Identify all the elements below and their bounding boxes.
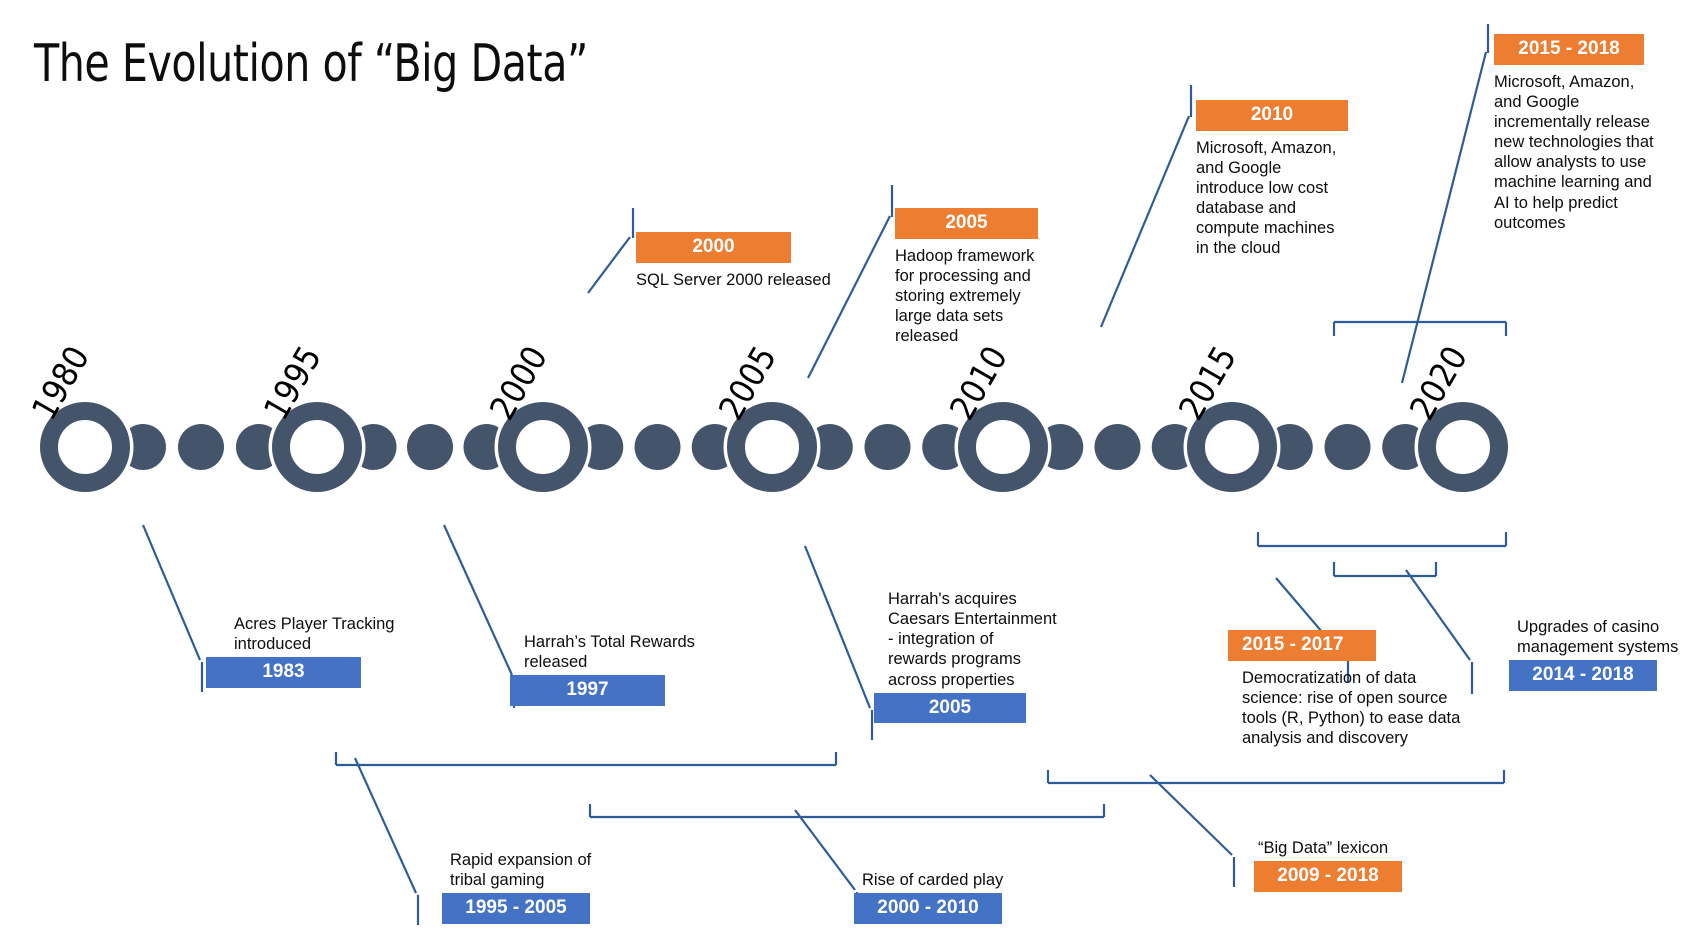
callout-2010-body: Microsoft, Amazon, and Google introduce …	[1196, 138, 1337, 258]
timeline-dot-halo	[1091, 420, 1144, 474]
badge-2005-below: 2005	[874, 692, 1026, 724]
timeline-dot-halo	[631, 420, 684, 474]
leader-1995-2005	[353, 757, 418, 894]
callout-2000-2010-body: Rise of carded play	[862, 871, 1004, 889]
callout-2014-2018-body: Upgrades of casino management systems	[1517, 618, 1679, 657]
timeline-dot-halo	[347, 420, 400, 474]
callout-2015-2018[interactable]: 2015 - 2018 Microsoft, Amazon, and Googl…	[1494, 34, 1684, 233]
callout-2015-2017-body: Democratization of data science: rise of…	[1242, 668, 1461, 748]
timeline-minor-dot	[407, 424, 453, 470]
year-label-2010: 2010	[942, 339, 1016, 427]
badge-2000: 2000	[636, 232, 791, 263]
timeline-minor-dot	[864, 424, 911, 470]
callout-2005[interactable]: 2005 Hadoop framework for processing and…	[895, 208, 1075, 346]
badge-2015-2017: 2015 - 2017	[1228, 630, 1376, 661]
callout-1995-2005-body: Rapid expansion of tribal gaming	[450, 851, 592, 890]
year-label-2020: 2020	[1402, 339, 1476, 427]
timeline-minor-dot	[1151, 424, 1198, 470]
timeline-dot-halo	[116, 420, 170, 474]
callout-2005-body: Hadoop framework for processing and stor…	[895, 246, 1035, 346]
timeline-minor-dot	[634, 424, 681, 470]
timeline-dot-halo	[688, 420, 742, 474]
callout-2000-body: SQL Server 2000 released	[636, 270, 831, 289]
bracket-2015-2017-inner	[1332, 562, 1438, 578]
year-label-2005: 2005	[711, 339, 785, 427]
timeline-dot-halo	[1148, 420, 1202, 474]
badge-1995-2005: 1995 - 2005	[442, 893, 590, 925]
bracket-2014-2018	[1256, 532, 1508, 548]
callout-2005-below-body: Harrah's acquires Caesars Entertainment …	[888, 590, 1057, 689]
leader-1997	[442, 524, 514, 676]
badge-2010: 2010	[1196, 100, 1348, 131]
leader-1983	[141, 524, 202, 661]
timeline-dot-halo	[861, 420, 914, 474]
badge-2015-2018: 2015 - 2018	[1494, 34, 1644, 65]
timeline-minor-dot	[1266, 424, 1313, 470]
callout-2015-2018-body: Microsoft, Amazon, and Google incrementa…	[1494, 72, 1654, 232]
timeline-dot-halo	[573, 420, 627, 474]
timeline-minor-dot	[577, 424, 624, 470]
callout-1983[interactable]: Acres Player Tracking introduced 1983	[206, 614, 434, 689]
timeline-minor-dot	[120, 424, 166, 470]
year-label-1995: 1995	[256, 339, 330, 427]
badge-1983: 1983	[206, 657, 361, 689]
year-label-1980: 1980	[24, 339, 98, 427]
leader-2010	[1099, 115, 1191, 328]
timeline-minor-dot	[463, 424, 510, 470]
callout-2009-2018[interactable]: “Big Data” lexicon 2009 - 2018	[1254, 838, 1448, 892]
callout-1995-2005[interactable]: Rapid expansion of tribal gaming 1995 - …	[442, 850, 650, 925]
callout-2005-below[interactable]: Harrah's acquires Caesars Entertainment …	[874, 589, 1073, 724]
callout-1997-body: Harrah’s Total Rewards released	[524, 633, 695, 672]
timeline-minor-dot	[691, 424, 738, 470]
timeline-dot-halo	[1263, 420, 1317, 474]
timeline-dot-halo	[403, 420, 457, 474]
year-label-2015: 2015	[1171, 339, 1245, 427]
timeline-dot-halo	[918, 420, 972, 474]
timeline-dot-halo	[232, 420, 286, 474]
timeline-dot-halo	[1378, 420, 1432, 474]
badge-2009-2018: 2009 - 2018	[1254, 861, 1402, 892]
year-label-2000: 2000	[482, 339, 556, 427]
callout-2015-2017[interactable]: 2015 - 2017 Democratization of data scie…	[1228, 630, 1460, 748]
callout-2000[interactable]: 2000 SQL Server 2000 released	[636, 232, 836, 290]
timeline-minor-dot	[350, 424, 397, 470]
badge-1997: 1997	[510, 675, 665, 707]
badge-2000-2010: 2000 - 2010	[854, 893, 1002, 924]
timeline-minor-dot	[1094, 424, 1141, 470]
leader-2005-below	[803, 545, 872, 709]
bracket-2000-2010	[588, 804, 1106, 819]
timeline-nodes	[36, 398, 1512, 496]
callout-2009-2018-body: “Big Data” lexicon	[1258, 839, 1389, 857]
bracket-1995-2005	[334, 752, 838, 767]
bracket-2015-2018-upper	[1332, 320, 1508, 336]
timeline-minor-dot	[1037, 424, 1084, 470]
leader-2015-2018	[1400, 51, 1488, 384]
timeline-minor-dot	[178, 424, 224, 470]
callout-2014-2018[interactable]: Upgrades of casino management systems 20…	[1509, 617, 1692, 692]
timeline-minor-dot	[236, 424, 282, 470]
timeline-dot-halo	[174, 420, 228, 474]
page-title: The Evolution of “Big Data”	[34, 34, 588, 94]
timeline-minor-dot	[922, 424, 969, 470]
leader-2000-2010	[794, 809, 856, 891]
timeline-dot-halo	[803, 420, 857, 474]
badge-2014-2018: 2014 - 2018	[1509, 660, 1657, 692]
leader-2009-2018	[1149, 774, 1233, 856]
timeline-minor-dot	[1382, 424, 1429, 470]
callout-1983-body: Acres Player Tracking introduced	[234, 615, 395, 654]
callout-2000-2010[interactable]: Rise of carded play 2000 - 2010	[854, 870, 1052, 924]
callout-1997[interactable]: Harrah’s Total Rewards released 1997	[510, 632, 734, 707]
badge-2005: 2005	[895, 208, 1038, 239]
leader-2000	[587, 236, 631, 294]
timeline-dot-halo	[1033, 420, 1087, 474]
timeline-minor-dot	[806, 424, 853, 470]
callout-2010[interactable]: 2010 Microsoft, Amazon, and Google intro…	[1196, 100, 1376, 259]
timeline-dot-halo	[460, 420, 513, 474]
timeline-dot-halo	[1321, 420, 1374, 474]
timeline-minor-dot	[1324, 424, 1371, 470]
bracket-2009-2018	[1046, 770, 1506, 785]
